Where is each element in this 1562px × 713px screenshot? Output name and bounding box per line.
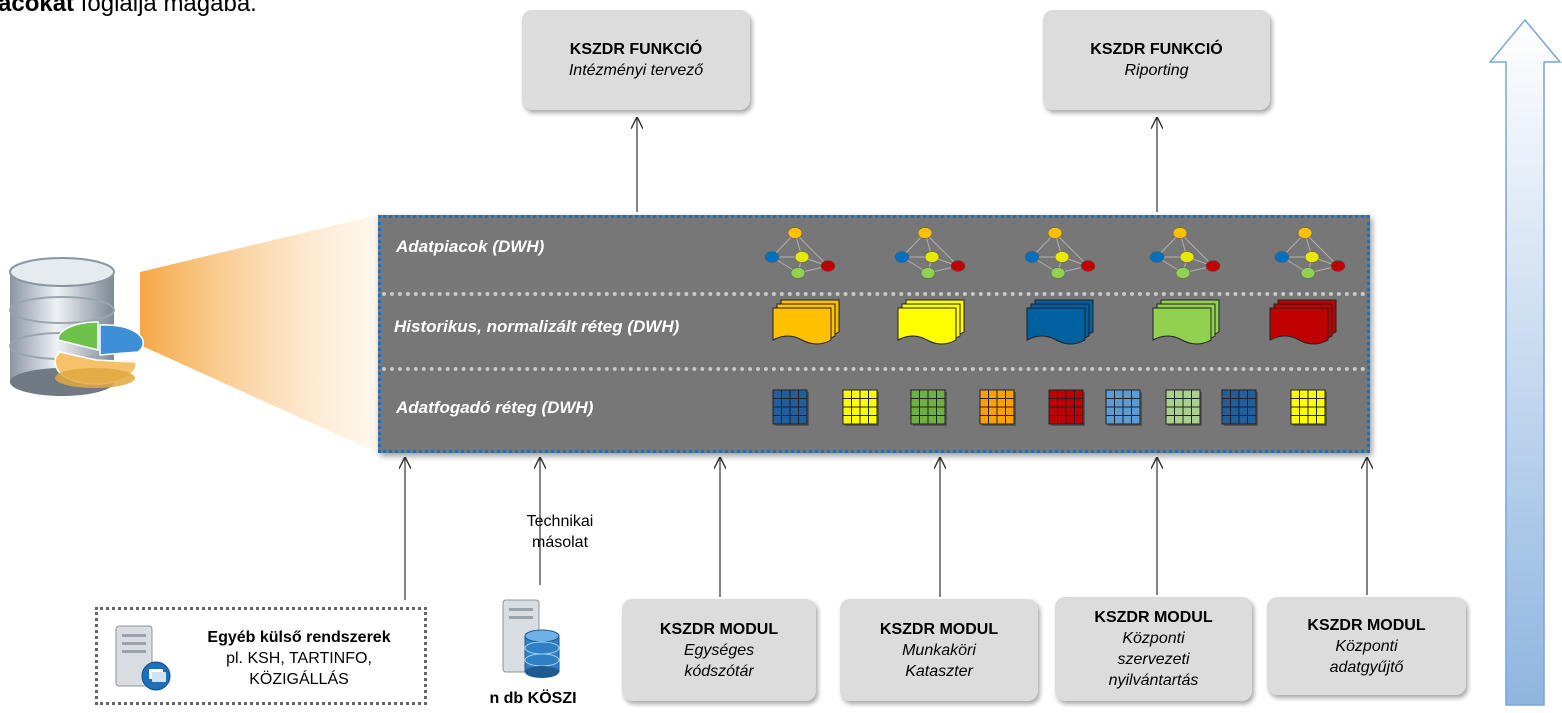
data-mart-icon	[1024, 227, 1096, 279]
technical-copy-label: Technikai másolat	[510, 511, 610, 553]
function-subtitle: Riporting	[1124, 62, 1189, 79]
module-line: kódszótár	[684, 662, 754, 680]
module-box-registry: KSZDR MODUL Központi szervezeti nyilvánt…	[1055, 597, 1252, 701]
historic-data-icon	[1026, 299, 1094, 345]
data-mart-icon	[1274, 227, 1346, 279]
function-subtitle: Intézményi tervező	[568, 62, 704, 79]
data-mart-icon	[894, 227, 966, 279]
module-line: adatgyűjtő	[1329, 658, 1404, 676]
module-line: Központi	[1335, 637, 1398, 655]
database-icon	[9, 257, 145, 396]
module-title: KSZDR MODUL	[659, 620, 779, 638]
module-title: KSZDR MODUL	[1307, 616, 1426, 634]
function-title: KSZDR FUNKCIÓ	[569, 41, 703, 58]
big-up-arrow	[1488, 18, 1562, 706]
staging-table-icon	[910, 389, 947, 426]
layer-label-historic: Historikus, normalizált réteg (DWH)	[394, 317, 680, 336]
layer-label-marts: Adatpiacok (DWH)	[396, 237, 545, 256]
module-title: KSZDR MODUL	[1094, 609, 1213, 626]
module-box-collector: KSZDR MODUL Központi adatgyűjtő	[1267, 597, 1466, 695]
intro-text-fragment: acokat foglalja magába.	[0, 0, 257, 17]
external-line1: pl. KSH, TARTINFO,	[226, 650, 372, 667]
module-line: Kataszter	[905, 662, 973, 680]
historic-data-icon	[897, 299, 965, 345]
external-systems-text: Egyéb külső rendszerek pl. KSH, TARTINFO…	[168, 627, 430, 690]
module-box-cadastre: KSZDR MODUL Munkaköri Kataszter	[840, 599, 1038, 701]
projection-ray	[140, 215, 378, 453]
module-line: Központi	[1122, 630, 1185, 647]
function-box-reporting: KSZDR FUNKCIÓ Riporting	[1043, 10, 1270, 110]
staging-table-icon	[1221, 389, 1258, 426]
data-mart-icon	[1149, 227, 1221, 279]
layer-separator	[382, 367, 1366, 371]
external-title: Egyéb külső rendszerek	[207, 629, 391, 646]
module-line: Munkaköri	[902, 641, 976, 659]
external-line2: KÖZIGÁLLÁS	[249, 671, 349, 688]
module-line: nyilvántartás	[1108, 672, 1199, 689]
layer-label-staging: Adatfogadó réteg (DWH)	[396, 398, 594, 417]
server-database-icon	[502, 599, 560, 678]
staging-table-icon	[1048, 389, 1085, 426]
koszi-label: n db KÖSZI	[489, 690, 577, 707]
historic-data-icon	[772, 299, 840, 345]
historic-data-icon	[1269, 299, 1337, 345]
staging-table-icon	[979, 389, 1016, 426]
staging-table-icon	[1105, 389, 1142, 426]
staging-table-icon	[1165, 389, 1202, 426]
data-mart-icon	[764, 227, 836, 279]
module-title: KSZDR MODUL	[879, 620, 999, 638]
staging-table-icon	[842, 389, 879, 426]
staging-table-icon	[1290, 389, 1327, 426]
server-icon	[115, 625, 171, 691]
tech-line1: Technikai	[526, 513, 594, 530]
function-title: KSZDR FUNKCIÓ	[1090, 41, 1223, 58]
staging-table-icon	[772, 389, 809, 426]
module-line: Egységes	[683, 641, 755, 659]
layer-separator	[382, 292, 1366, 296]
tech-line2: másolat	[531, 534, 589, 551]
function-box-planner: KSZDR FUNKCIÓ Intézményi tervező	[522, 10, 750, 110]
module-line: szervezeti	[1117, 651, 1190, 668]
module-box-codes: KSZDR MODUL Egységes kódszótár	[622, 599, 816, 701]
historic-data-icon	[1152, 299, 1220, 345]
